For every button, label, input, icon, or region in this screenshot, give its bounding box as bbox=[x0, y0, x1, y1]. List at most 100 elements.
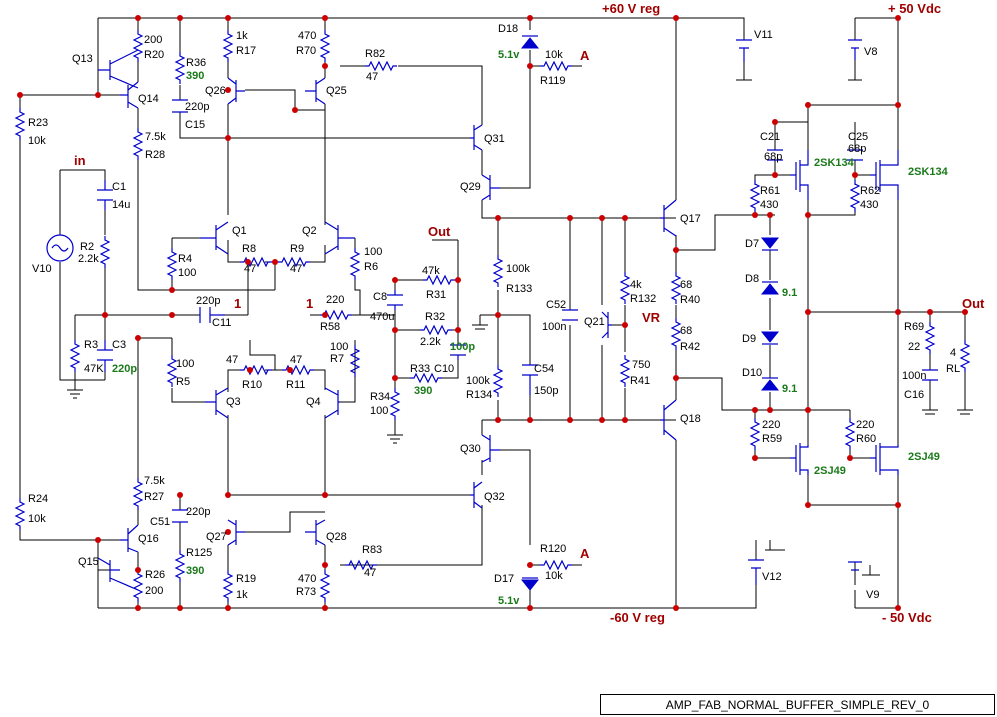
r70-symbol bbox=[320, 29, 330, 63]
label-r132v: 4k bbox=[630, 279, 642, 291]
m-2sk134-a bbox=[790, 150, 809, 200]
q3-symbol bbox=[205, 387, 229, 419]
label-r58v: 220 bbox=[326, 294, 344, 306]
r19-symbol bbox=[223, 569, 233, 603]
label-c21: C21 bbox=[760, 131, 780, 143]
label-r132: R132 bbox=[630, 293, 656, 305]
q4-symbol bbox=[324, 387, 340, 419]
label-r19: R19 bbox=[236, 573, 256, 585]
label-v8: V8 bbox=[864, 46, 877, 58]
r119-symbol bbox=[539, 61, 573, 71]
rail-labels: +60 V reg -60 V reg + 50 Vdc - 50 Vdc bbox=[602, 1, 941, 625]
label-r134v: 100k bbox=[466, 375, 490, 387]
label-r11: R11 bbox=[286, 379, 305, 391]
grounds bbox=[67, 79, 973, 576]
q14-symbol bbox=[120, 81, 139, 109]
label-r61v: 430 bbox=[760, 199, 778, 211]
label-m2: 2SK134 bbox=[908, 166, 949, 178]
label-r62v: 430 bbox=[860, 199, 878, 211]
label-c10: C10 bbox=[434, 363, 454, 375]
v8-symbol bbox=[848, 39, 862, 60]
label-r70v: 470 bbox=[298, 30, 316, 42]
label-r24: R24 bbox=[28, 493, 48, 505]
c16-symbol bbox=[922, 369, 938, 381]
r4-symbol bbox=[167, 247, 177, 281]
c25-symbol bbox=[847, 149, 863, 161]
label-r4: R4 bbox=[178, 253, 192, 265]
label-r2: R2 bbox=[80, 241, 94, 253]
label-v9: V9 bbox=[866, 589, 879, 601]
label-r31: R31 bbox=[426, 289, 446, 301]
label-q32: Q32 bbox=[484, 491, 505, 503]
label-c10v: 100p bbox=[450, 341, 475, 353]
v9-symbol bbox=[848, 561, 862, 571]
label-r59v: 220 bbox=[762, 419, 780, 431]
label-r69v: 22 bbox=[908, 341, 920, 353]
r3-symbol bbox=[70, 339, 80, 373]
label-c11: C11 bbox=[212, 317, 231, 329]
r73-symbol bbox=[320, 569, 330, 603]
label-c52v: 100n bbox=[542, 321, 566, 333]
q13-symbol bbox=[98, 49, 139, 89]
q21-symbol bbox=[601, 311, 612, 339]
label-r59: R59 bbox=[762, 433, 782, 445]
label-q27: Q27 bbox=[206, 531, 227, 543]
label-c21v: 68p bbox=[764, 151, 782, 163]
label-r125: R125 bbox=[186, 547, 212, 559]
label-m3: 2SJ49 bbox=[814, 465, 846, 477]
label-r27: R27 bbox=[144, 491, 164, 503]
q27-symbol bbox=[227, 519, 245, 546]
rl-symbol bbox=[960, 339, 970, 373]
r42-symbol bbox=[671, 317, 681, 351]
label-r17: R17 bbox=[236, 45, 256, 57]
label-r20v: 200 bbox=[144, 34, 162, 46]
label-q21: Q21 bbox=[584, 316, 605, 328]
label-q31: Q31 bbox=[484, 133, 505, 145]
label-r40: R40 bbox=[680, 294, 700, 306]
wires bbox=[19, 17, 966, 609]
label-r82v: 47 bbox=[366, 71, 378, 83]
d8-symbol bbox=[760, 283, 780, 295]
label-d10: D10 bbox=[742, 367, 762, 379]
net-labels: in Out Out 1 1 A A VR bbox=[74, 48, 985, 561]
m-2sk134-b bbox=[870, 150, 899, 200]
label-r83v: 47 bbox=[364, 567, 376, 579]
label-r32: R32 bbox=[425, 311, 445, 323]
c54-symbol bbox=[522, 364, 538, 395]
label-r6v: 100 bbox=[364, 246, 382, 258]
label-c1v: 14u bbox=[112, 199, 130, 211]
capacitors bbox=[97, 99, 938, 523]
label-r10: R10 bbox=[242, 379, 262, 391]
c1-symbol bbox=[97, 180, 113, 210]
label-r2v: 2.2k bbox=[78, 253, 99, 265]
label-c52: C52 bbox=[546, 299, 566, 311]
label-q26: Q26 bbox=[205, 85, 226, 97]
r59-symbol bbox=[750, 417, 760, 451]
r125-symbol bbox=[175, 549, 185, 583]
label-r41v: 750 bbox=[632, 359, 650, 371]
rail-pos60: +60 V reg bbox=[602, 1, 660, 16]
label-r11v: 47 bbox=[290, 354, 302, 366]
ground-icon bbox=[387, 434, 403, 444]
label-r41: R41 bbox=[630, 375, 650, 387]
label-r40v: 68 bbox=[680, 279, 692, 291]
diodes bbox=[520, 35, 780, 591]
c51-symbol bbox=[172, 509, 188, 523]
label-rlv: 4 bbox=[950, 347, 956, 359]
label-r26: R26 bbox=[145, 569, 165, 581]
net-vr: VR bbox=[642, 310, 661, 325]
label-r7: R7 bbox=[330, 353, 344, 365]
q18-symbol bbox=[660, 399, 677, 441]
label-r31v: 47k bbox=[422, 265, 440, 277]
label-r82: R82 bbox=[365, 48, 385, 60]
r31-symbol bbox=[422, 275, 456, 285]
v12-symbol bbox=[748, 559, 764, 585]
label-r9: R9 bbox=[290, 243, 304, 255]
label-c1: C1 bbox=[112, 181, 126, 193]
transistors bbox=[97, 49, 899, 591]
q2-symbol bbox=[324, 221, 355, 255]
label-r3: R3 bbox=[84, 339, 98, 351]
label-q16: Q16 bbox=[138, 533, 159, 545]
label-d18v: 5.1v bbox=[498, 49, 520, 61]
label-r34: R34 bbox=[370, 391, 390, 403]
